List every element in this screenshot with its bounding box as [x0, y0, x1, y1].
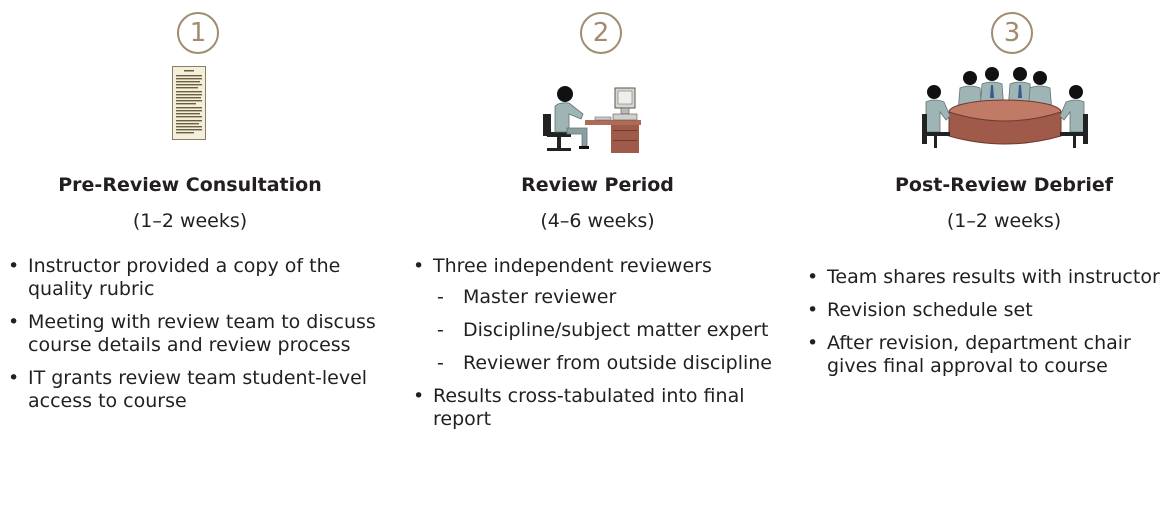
- sub-list-item: Discipline/subject matter expert: [433, 319, 788, 342]
- list-item-text: Three independent reviewers: [433, 255, 712, 277]
- phase-bullet-list: Team shares results with instructor Revi…: [807, 266, 1173, 388]
- list-item: After revision, department chair gives f…: [807, 332, 1173, 378]
- step-column-3: 3 Post-: [795, 0, 1173, 527]
- list-item: Results cross-tabulated into final repor…: [413, 385, 788, 431]
- list-item: Team shares results with instructor: [807, 266, 1173, 289]
- list-item: Instructor provided a copy of the qualit…: [8, 255, 380, 301]
- phase-title: Post-Review Debrief: [894, 174, 1114, 196]
- step-column-1: 1 Pre-Review Consultation (1–2 weeks) In…: [0, 0, 380, 527]
- step-column-2: 2 Review Period (4–6 weeks): [405, 0, 790, 527]
- sub-list: Master reviewer Discipline/subject matte…: [433, 286, 788, 375]
- list-item: Revision schedule set: [807, 299, 1173, 322]
- person-at-computer-icon: [535, 66, 645, 160]
- step-number-badge: 1: [177, 12, 219, 54]
- list-item: Meeting with review team to discuss cour…: [8, 311, 380, 357]
- phase-bullet-list: Three independent reviewers Master revie…: [413, 255, 788, 441]
- phase-title: Review Period: [521, 174, 674, 196]
- list-item: Three independent reviewers Master revie…: [413, 255, 788, 375]
- phase-bullet-list: Instructor provided a copy of the qualit…: [8, 255, 380, 423]
- sub-list-item: Reviewer from outside discipline: [433, 352, 788, 375]
- step-number-badge: 3: [991, 12, 1033, 54]
- document-icon: [172, 66, 206, 144]
- phase-duration: (4–6 weeks): [540, 210, 655, 232]
- phase-title: Pre-Review Consultation: [58, 174, 322, 196]
- list-item: IT grants review team student-level acce…: [8, 367, 380, 413]
- step-number-badge: 2: [580, 12, 622, 54]
- phase-duration: (1–2 weeks): [132, 210, 248, 232]
- sub-list-item: Master reviewer: [433, 286, 788, 309]
- team-meeting-icon: [920, 66, 1090, 160]
- phase-duration: (1–2 weeks): [946, 210, 1062, 232]
